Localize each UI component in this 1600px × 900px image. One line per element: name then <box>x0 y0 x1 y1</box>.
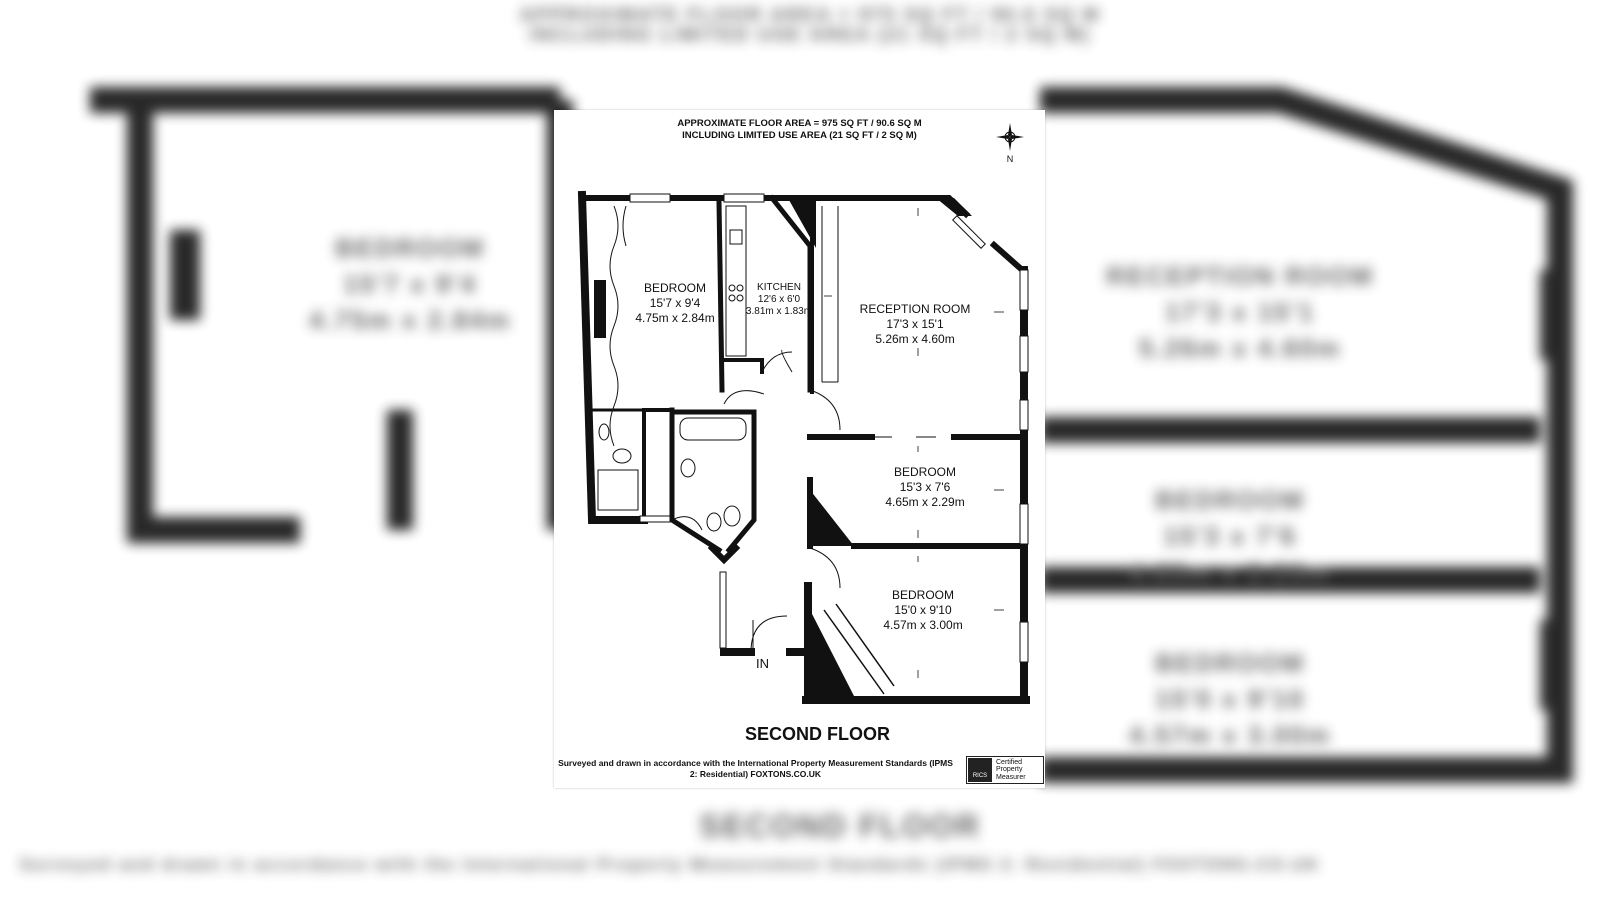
room-name: BEDROOM <box>643 281 706 295</box>
blurred-area-text: APPROXIMATE FLOOR AREA = 975 SQ FT / 90.… <box>519 5 1101 46</box>
room-imperial: 12'6 x 6'0 <box>757 294 801 305</box>
room-imperial: 15'3 x 7'6 <box>899 480 951 494</box>
blurred-floor-title: SECOND FLOOR <box>699 808 981 844</box>
room-imperial: 15'0 x 9'10 <box>894 603 952 617</box>
compass-icon <box>996 123 1024 151</box>
room-label-kitchen: KITCHEN 12'6 x 6'0 3.81m x 1.83m <box>741 282 817 318</box>
entrance-label: IN <box>756 656 769 671</box>
room-name: BEDROOM <box>893 465 956 479</box>
room-metric: 5.26m x 4.60m <box>875 332 955 346</box>
room-name: RECEPTION ROOM <box>859 302 971 316</box>
floorplan-drawing <box>577 190 1030 704</box>
room-name: BEDROOM <box>891 588 954 602</box>
survey-footer: Surveyed and drawn in accordance with th… <box>558 758 953 779</box>
floorplan-sheet: APPROXIMATE FLOOR AREA = 975 SQ FT / 90.… <box>554 110 1045 788</box>
blurred-footer: Surveyed and drawn in accordance with th… <box>19 855 1321 874</box>
limited-use-area-line: INCLUDING LIMITED USE AREA (21 SQ FT / 2… <box>682 130 917 141</box>
room-name: KITCHEN <box>757 282 801 293</box>
rics-badge: RICS Certified Property Measurer <box>966 756 1044 784</box>
room-imperial: 17'3 x 15'1 <box>886 317 944 331</box>
room-label-reception: RECEPTION ROOM 17'3 x 15'1 5.26m x 4.60m <box>850 302 980 347</box>
room-label-bedroom-2: BEDROOM 15'3 x 7'6 4.65m x 2.29m <box>870 465 980 510</box>
north-arrow: N <box>995 122 1025 164</box>
room-metric: 4.65m x 2.29m <box>885 495 965 509</box>
rics-badge-text: Certified Property Measurer <box>996 758 1026 781</box>
north-label: N <box>1006 154 1014 164</box>
room-metric: 4.75m x 2.84m <box>635 311 715 325</box>
room-label-bedroom-3: BEDROOM 15'0 x 9'10 4.57m x 3.00m <box>868 588 978 633</box>
room-imperial: 15'7 x 9'4 <box>649 296 701 310</box>
floor-title: SECOND FLOOR <box>744 724 890 744</box>
floor-area-line: APPROXIMATE FLOOR AREA = 975 SQ FT / 90.… <box>677 118 922 129</box>
room-label-bedroom-1: BEDROOM 15'7 x 9'4 4.75m x 2.84m <box>620 281 730 326</box>
room-metric: 3.81m x 1.83m <box>745 306 813 317</box>
rics-logo: RICS <box>968 758 992 782</box>
room-metric: 4.57m x 3.00m <box>883 618 963 632</box>
floor-area-header: APPROXIMATE FLOOR AREA = 975 SQ FT / 90.… <box>554 118 1045 142</box>
